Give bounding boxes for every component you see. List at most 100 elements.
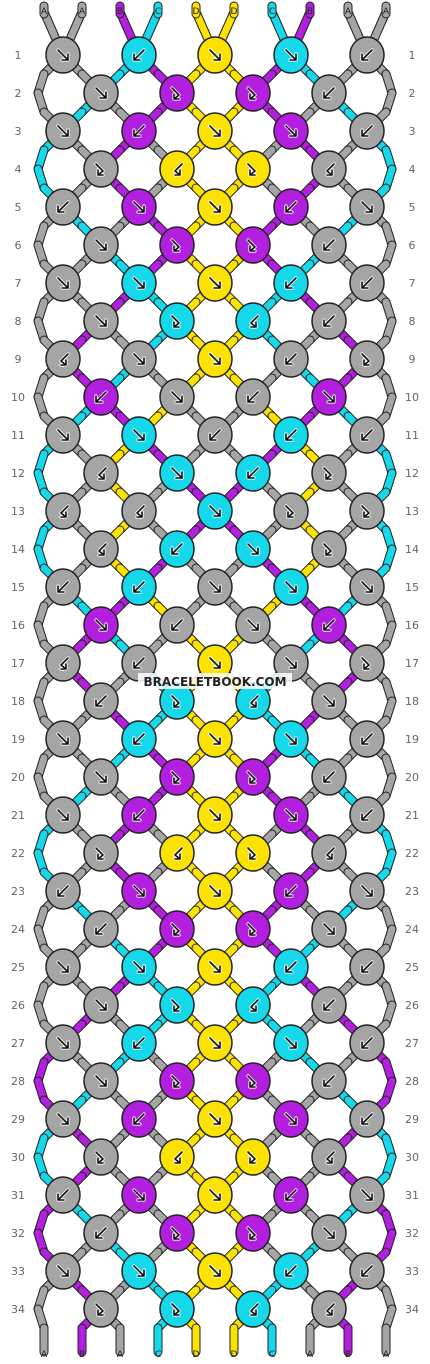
knot (197, 720, 233, 758)
knot (159, 1138, 195, 1176)
knot (273, 264, 309, 302)
row-label-right: 30 (405, 1151, 419, 1164)
arrow-down-left-right-icon (59, 656, 70, 671)
row-label-right: 12 (405, 467, 419, 480)
arrow-down-left-right-icon (325, 846, 336, 861)
knot (197, 340, 233, 378)
knot (121, 340, 157, 378)
knot-grid (45, 36, 385, 1328)
arrow-down-right-left-icon (94, 1150, 105, 1165)
arrow-down-right-icon (322, 390, 336, 404)
knot (311, 1214, 347, 1252)
arrow-down-right-icon (208, 200, 222, 214)
knot (121, 720, 157, 758)
strand-letter-bottom: D (193, 1350, 200, 1360)
knot (197, 872, 233, 910)
arrow-down-left-right-icon (249, 1302, 260, 1317)
knot (45, 1024, 81, 1062)
knot (349, 644, 385, 682)
arrow-down-right-icon (94, 314, 108, 328)
arrow-down-right-left-icon (246, 846, 257, 861)
knot (45, 492, 81, 530)
knot (83, 454, 119, 492)
knot (83, 682, 119, 720)
arrow-down-right-icon (360, 580, 374, 594)
knot (121, 112, 157, 150)
row-label-right: 28 (405, 1075, 419, 1088)
knot (349, 492, 385, 530)
knot (235, 834, 271, 872)
arrow-down-left-icon (246, 466, 260, 480)
row-label-right: 8 (409, 315, 416, 328)
row-label-left: 30 (11, 1151, 25, 1164)
arrow-down-right-left-icon (246, 86, 257, 101)
arrow-down-right-icon (360, 200, 374, 214)
arrow-down-right-icon (208, 960, 222, 974)
arrow-down-right-left-icon (360, 352, 371, 367)
knot (349, 948, 385, 986)
row-label-right: 4 (409, 163, 416, 176)
knot (311, 454, 347, 492)
row-label-right: 23 (405, 885, 419, 898)
arrow-down-left-right-icon (173, 1150, 184, 1165)
arrow-down-right-left-icon (246, 1074, 257, 1089)
knot (235, 74, 271, 112)
knot (45, 1252, 81, 1290)
row-label-left: 34 (11, 1303, 25, 1316)
knot (197, 188, 233, 226)
arrow-down-right-icon (132, 960, 146, 974)
arrow-down-left-icon (132, 580, 146, 594)
arrow-down-left-icon (208, 428, 222, 442)
knot (311, 1062, 347, 1100)
arrow-down-left-icon (360, 732, 374, 746)
knot (159, 986, 195, 1024)
row-label-right: 19 (405, 733, 419, 746)
row-label-left: 15 (11, 581, 25, 594)
knot (349, 1024, 385, 1062)
knot (45, 568, 81, 606)
arrow-down-left-icon (132, 1036, 146, 1050)
row-label-left: 18 (11, 695, 25, 708)
arrow-down-left-icon (322, 314, 336, 328)
knot (311, 1290, 347, 1328)
arrow-down-left-icon (322, 770, 336, 784)
strand-letter-bottom: B (345, 1350, 351, 1360)
knot (45, 264, 81, 302)
knot (311, 302, 347, 340)
arrow-down-left-icon (284, 276, 298, 290)
knot (83, 378, 119, 416)
knot (311, 986, 347, 1024)
arrow-down-right-icon (94, 770, 108, 784)
arrow-down-right-left-icon (246, 922, 257, 937)
row-label-left: 12 (11, 467, 25, 480)
arrow-down-left-icon (170, 542, 184, 556)
arrow-down-left-right-icon (325, 162, 336, 177)
knot (45, 720, 81, 758)
knot (273, 1176, 309, 1214)
knot (311, 1138, 347, 1176)
knot (121, 568, 157, 606)
arrow-down-right-icon (322, 1226, 336, 1240)
knot (311, 682, 347, 720)
row-label-left: 20 (11, 771, 25, 784)
arrow-down-right-left-icon (170, 1074, 181, 1089)
row-label-left: 27 (11, 1037, 25, 1050)
arrow-down-left-icon (360, 1264, 374, 1278)
arrow-down-right-left-icon (246, 1150, 257, 1165)
knot (311, 910, 347, 948)
row-label-right: 16 (405, 619, 419, 632)
row-label-left: 5 (15, 201, 22, 214)
knot (197, 1024, 233, 1062)
knot (159, 606, 195, 644)
knot (273, 112, 309, 150)
knot (235, 454, 271, 492)
arrow-down-left-right-icon (249, 694, 260, 709)
strand-letter-bottom: A (117, 1350, 124, 1360)
arrow-down-right-icon (208, 276, 222, 290)
arrow-down-left-icon (284, 884, 298, 898)
arrow-down-left-icon (284, 428, 298, 442)
row-label-left: 14 (11, 543, 25, 556)
strand-letter-top: C (269, 7, 275, 17)
knot (273, 948, 309, 986)
